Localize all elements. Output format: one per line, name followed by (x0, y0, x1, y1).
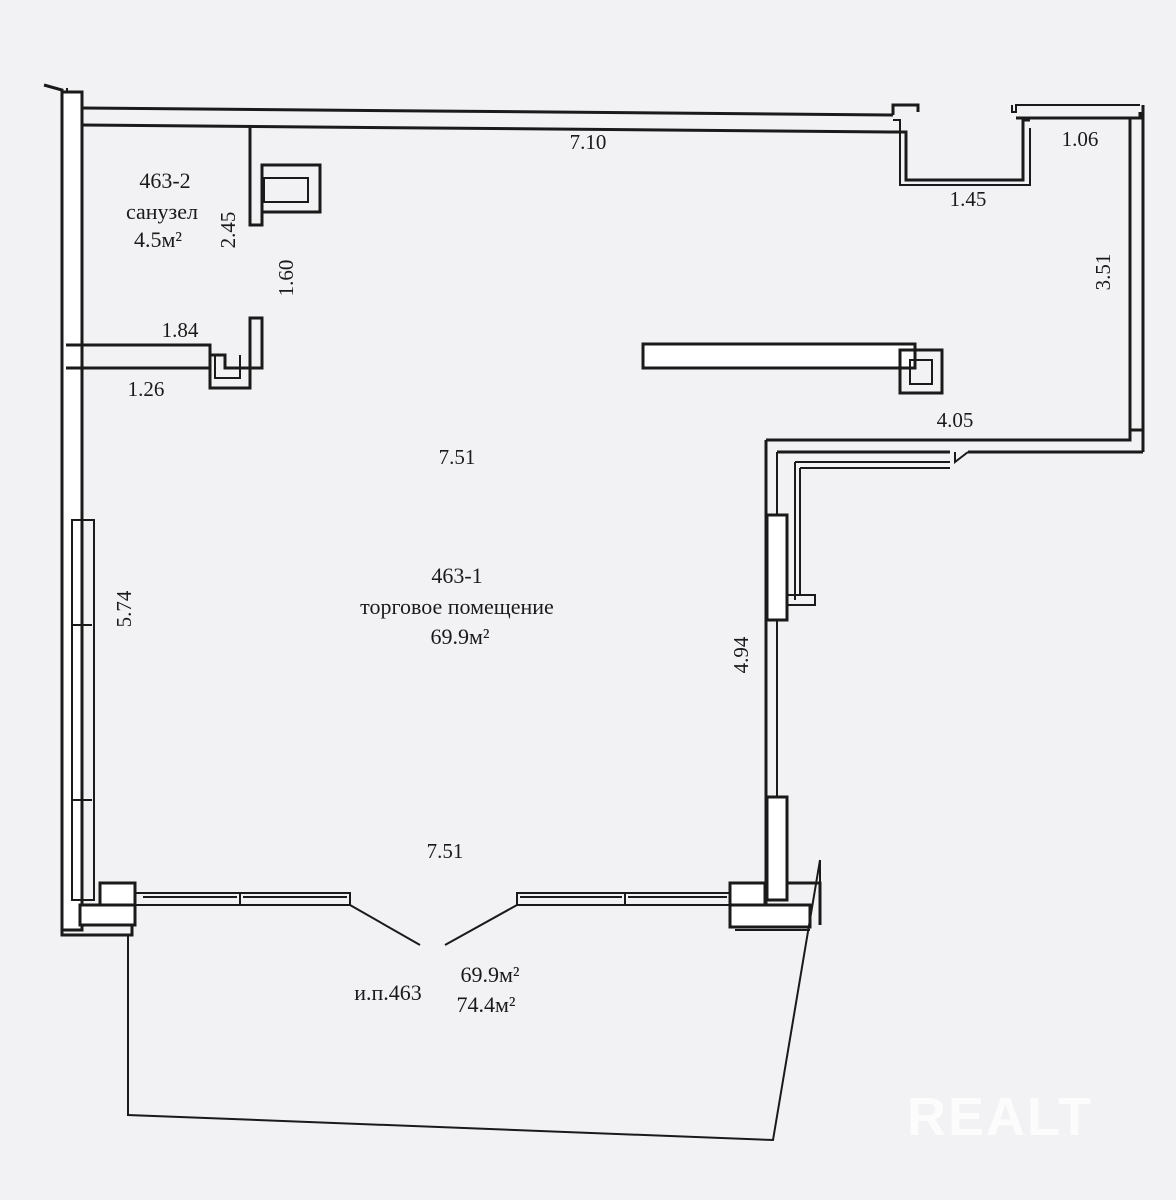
outdoor-area (127, 859, 821, 1142)
dim-inner-top: 7.51 (439, 445, 476, 469)
dim-top-wall: 7.10 (570, 130, 607, 154)
summary-unit: и.п.463 (354, 980, 422, 1005)
dimension-labels: 7.10 1.45 1.06 3.51 4.05 4.94 5.74 7.51 … (112, 127, 1115, 863)
room-label-sales: 463-1 торговое помещение 69.9м² (360, 563, 554, 649)
dim-passage: 1.60 (274, 260, 298, 297)
dim-niche-right: 1.06 (1062, 127, 1099, 151)
inner-partition (641, 342, 944, 395)
dim-partition: 1.26 (128, 377, 165, 401)
storefront-windows (78, 860, 822, 946)
summary-area-total: 74.4м² (456, 992, 515, 1017)
summary-area-main: 69.9м² (460, 962, 519, 987)
dim-niche-width: 1.45 (950, 187, 987, 211)
dim-right-upper: 3.51 (1091, 254, 1115, 291)
bathroom-area: 4.5м² (134, 227, 182, 252)
dim-right-step: 4.05 (937, 408, 974, 432)
left-wall-body (60, 90, 84, 932)
room-label-bathroom: 463-2 санузел 4.5м² (126, 168, 198, 252)
dim-bath-height: 2.45 (216, 212, 240, 249)
dim-bath-width: 1.84 (162, 318, 199, 342)
dim-inner-bottom: 7.51 (427, 839, 464, 863)
realt-watermark-logo: REALT (907, 1087, 1093, 1147)
bathroom-partitions (66, 125, 322, 390)
summary-label: и.п.463 69.9м² 74.4м² (354, 962, 520, 1017)
bathroom-name: санузел (126, 199, 198, 224)
sales-area: 69.9м² (430, 624, 489, 649)
outer-walls (43, 83, 1145, 937)
sales-id: 463-1 (431, 563, 482, 588)
bathroom-id: 463-2 (139, 168, 190, 193)
sales-name: торговое помещение (360, 594, 554, 619)
dim-right-lower: 4.94 (729, 636, 753, 673)
dim-left-wall: 5.74 (112, 590, 136, 627)
